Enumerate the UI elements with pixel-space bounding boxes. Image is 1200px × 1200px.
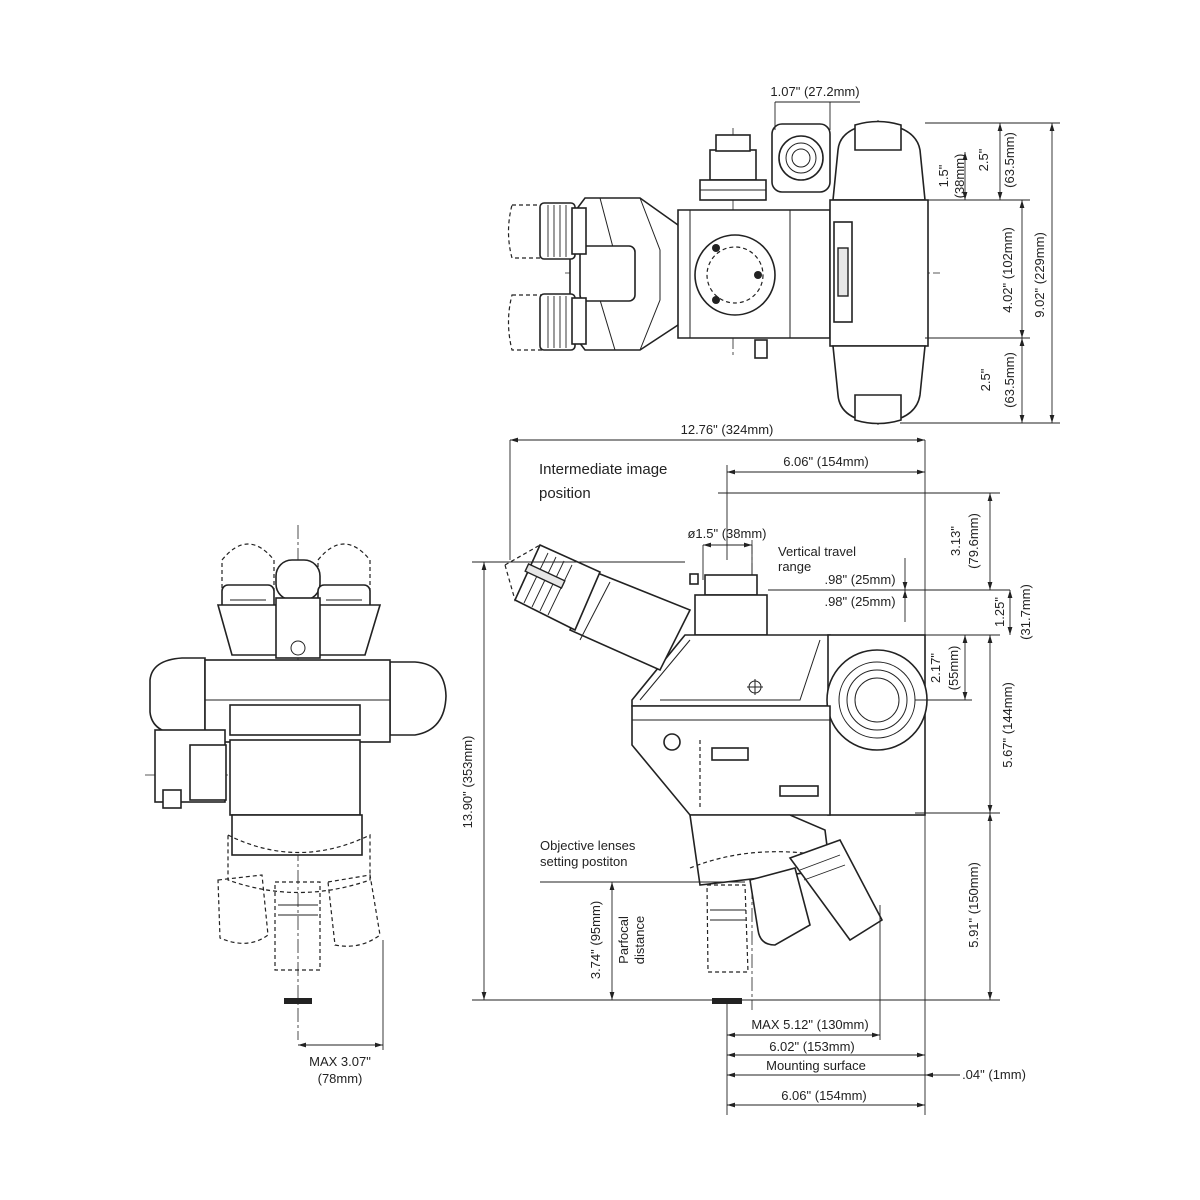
label-parfocal-1: Parfocal [616, 916, 631, 964]
label-max-side-mm: (78mm) [318, 1071, 363, 1086]
label-base-width: 6.06" (154mm) [781, 1088, 867, 1103]
label-mount-width: 6.02" (153mm) [769, 1039, 855, 1054]
label-upper-width: 6.06" (154mm) [783, 454, 869, 469]
label-eyepiece-len-mm: (38mm) [952, 154, 967, 199]
label-right-small: 1.25" [992, 597, 1007, 627]
label-right-upper: 3.13" [948, 526, 963, 556]
label-knob-height: 2.17" [928, 653, 943, 683]
side-binocular [504, 543, 692, 672]
label-mounting-surface: Mounting surface [766, 1058, 866, 1073]
side-objectives [706, 839, 884, 973]
label-front-knob-mm: (63.5mm) [1002, 132, 1017, 188]
top-view [507, 101, 1060, 425]
label-objective-1: Objective lenses [540, 838, 636, 853]
label-intermediate-1: Intermediate image [539, 461, 667, 478]
label-eyepiece-len: 1.5" [936, 164, 951, 187]
label-rear-knob: 2.5" [978, 368, 993, 391]
label-vertical-travel-2: range [778, 559, 811, 574]
label-overall-width: 12.76" (324mm) [681, 422, 774, 437]
label-travel-down: .98" (25mm) [824, 594, 895, 609]
label-rear-knob-mm: (63.5mm) [1002, 352, 1017, 408]
label-top-total: 9.02" (229mm) [1032, 232, 1047, 318]
top-eyepiece-upper [507, 202, 587, 260]
label-right-mid: 5.67" (144mm) [1000, 682, 1015, 768]
label-max-side: MAX 3.07" [309, 1054, 371, 1069]
label-right-upper-mm: (79.6mm) [966, 513, 981, 569]
label-parfocal-2: distance [632, 916, 647, 964]
label-top-body: 4.02" (102mm) [1000, 227, 1015, 313]
label-front-knob: 2.5" [976, 148, 991, 171]
label-intermediate-2: position [539, 485, 591, 502]
label-vertical-travel-1: Vertical travel [778, 544, 856, 559]
label-parfocal-value: 3.74" (95mm) [588, 901, 603, 979]
label-knob-height-mm: (55mm) [946, 646, 961, 691]
top-eyepiece-lower [507, 293, 587, 351]
label-travel-up: .98" (25mm) [824, 572, 895, 587]
side-view [472, 437, 1013, 1115]
label-right-lower: 5.91" (150mm) [966, 862, 981, 948]
label-mount-offset: .04" (1mm) [962, 1067, 1026, 1082]
label-right-small-mm: (31.7mm) [1018, 584, 1033, 640]
label-max-front: MAX 5.12" (130mm) [751, 1017, 868, 1032]
label-total-height: 13.90" (353mm) [460, 736, 475, 829]
label-tube-diameter: ø1.5" (38mm) [687, 526, 766, 541]
label-top-width: 1.07" (27.2mm) [770, 84, 859, 99]
dimension-labels: 1.07" (27.2mm) 1.5" (38mm) 2.5" (63.5mm)… [309, 84, 1047, 1103]
front-view [145, 525, 447, 1050]
label-objective-2: setting postiton [540, 854, 627, 869]
